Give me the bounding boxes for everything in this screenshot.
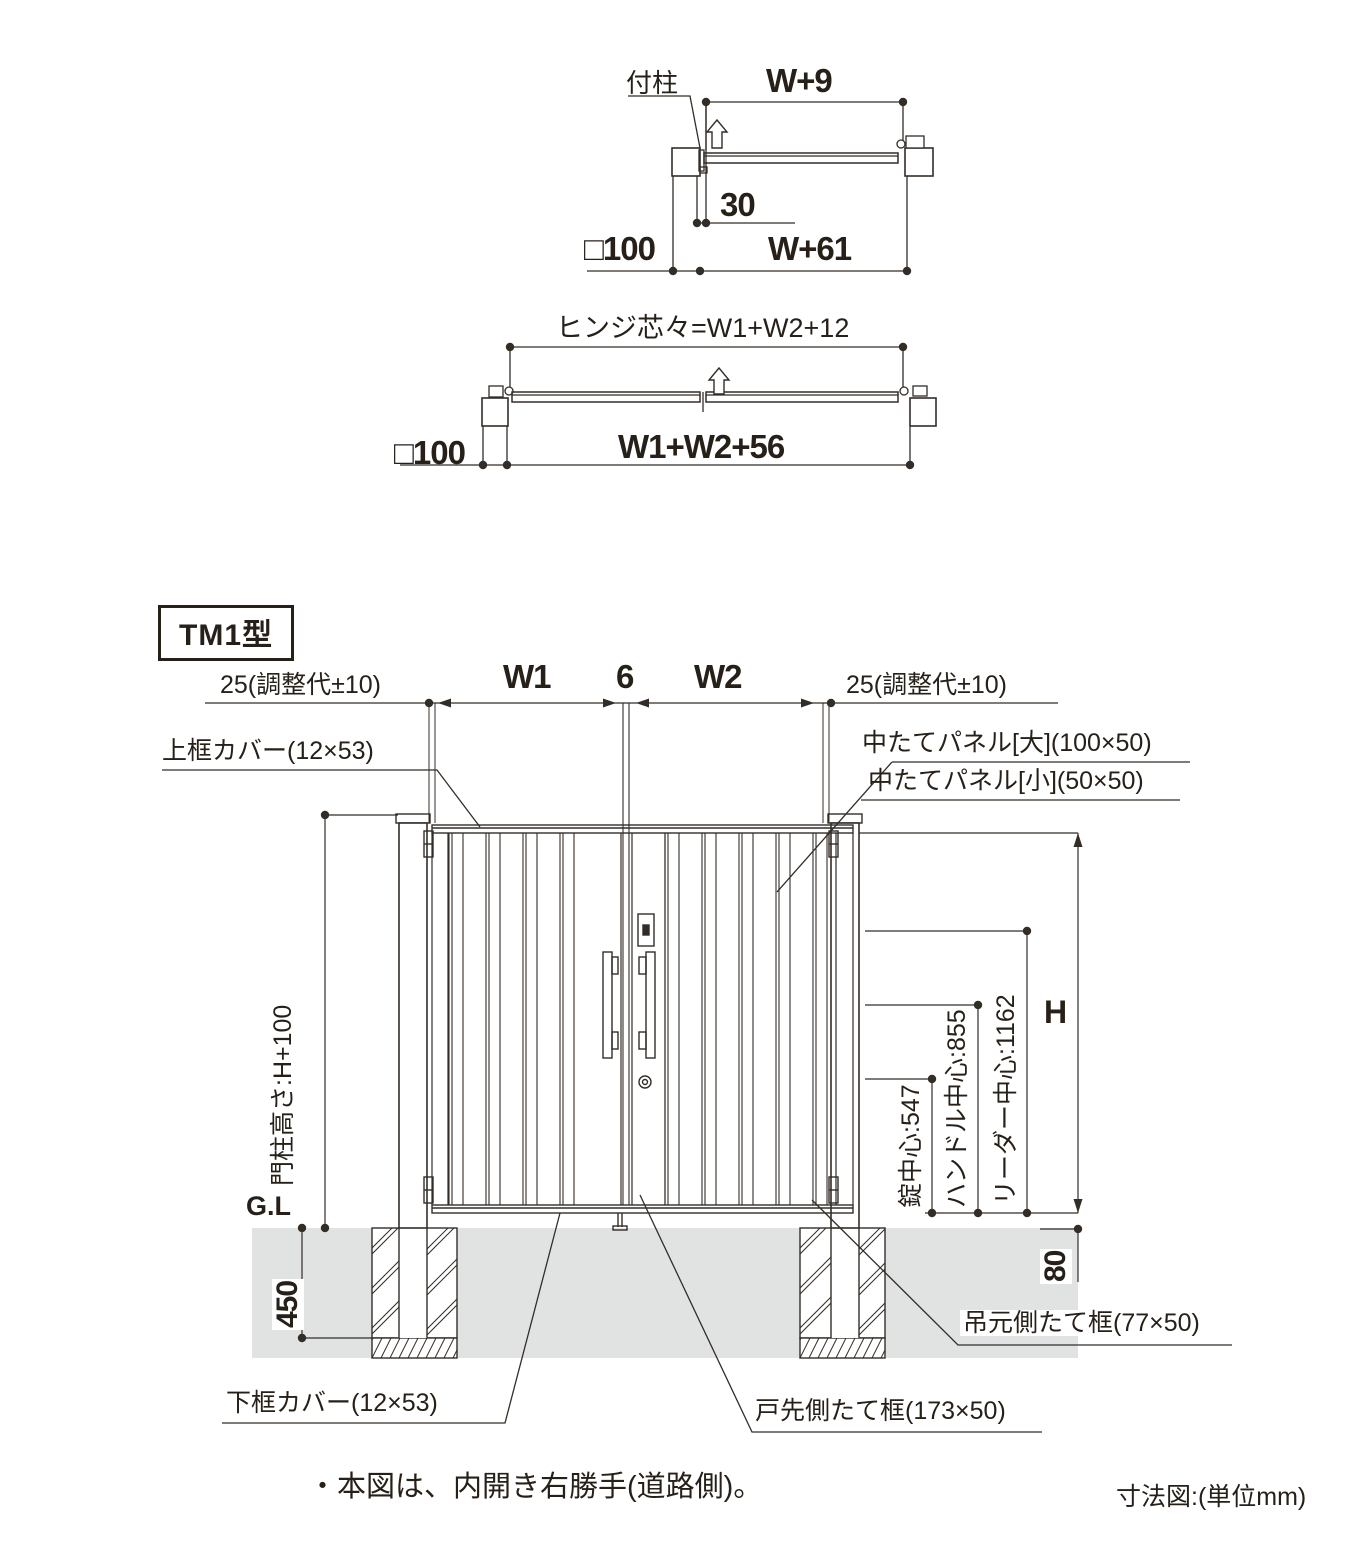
label-fuchu: 付柱 bbox=[626, 68, 679, 98]
dim-80: 80 bbox=[1039, 1248, 1072, 1284]
dim-w1-w2-56: W1+W2+56 bbox=[618, 428, 785, 465]
dim-adjust-right: 25(調整代±10) bbox=[846, 671, 1007, 699]
leader-bottom-cover bbox=[222, 1212, 561, 1424]
right-post bbox=[830, 822, 860, 1229]
leader-fuchu bbox=[628, 95, 701, 149]
plan-view-single bbox=[587, 95, 934, 272]
left-post bbox=[398, 822, 428, 1229]
dim-handle-center: ハンドル中心:855 bbox=[943, 1007, 971, 1210]
dim-w-plus-61: W+61 bbox=[768, 230, 852, 267]
leader-top-cover bbox=[162, 769, 481, 828]
dim-post-height: 門柱高さ:H+100 bbox=[269, 1002, 297, 1188]
left-post-cap bbox=[395, 813, 431, 824]
card-reader bbox=[637, 913, 655, 947]
label-bottom-cover: 下框カバー(12×53) bbox=[226, 1389, 438, 1417]
ground-section bbox=[252, 1227, 1078, 1359]
bottom-rail bbox=[431, 1204, 854, 1214]
right-handle bbox=[645, 951, 656, 1059]
top-rail bbox=[431, 824, 854, 834]
footer-unit: 寸法図:(単位mm) bbox=[1116, 1483, 1307, 1511]
dim-450: 450 bbox=[271, 1278, 304, 1330]
dim-6: 6 bbox=[616, 658, 634, 695]
dim-reader-center: リーダー中心:1162 bbox=[992, 992, 1020, 1207]
label-gl: G.L bbox=[246, 1191, 291, 1221]
dim-adjust-left: 25(調整代±10) bbox=[220, 671, 381, 699]
drop-rod bbox=[617, 1213, 623, 1227]
dimension-lines bbox=[205, 97, 1083, 1343]
open-direction-arrow-icon bbox=[705, 118, 729, 149]
dim-lock-center: 錠中心:547 bbox=[897, 1082, 925, 1210]
lock-cylinder bbox=[638, 1075, 652, 1089]
left-handle bbox=[602, 951, 613, 1059]
dim-h: H bbox=[1044, 994, 1067, 1030]
center-gap bbox=[622, 703, 630, 1205]
dim-post-100-top: □100 bbox=[584, 230, 656, 267]
leader-latch-stile bbox=[639, 1194, 1042, 1433]
plan-view-double bbox=[400, 346, 937, 466]
label-panel-small: 中たてパネル[小](50×50) bbox=[868, 767, 1144, 795]
leader-hinge-stile bbox=[811, 1199, 1232, 1346]
label-top-cover: 上框カバー(12×53) bbox=[162, 737, 374, 765]
label-hinge-stile: 吊元側たて框(77×50) bbox=[960, 1310, 1203, 1336]
footer-note: ・本図は、内開き右勝手(道路側)。 bbox=[308, 1471, 763, 1503]
gate-slats bbox=[448, 833, 828, 1205]
leader-panels bbox=[776, 761, 1190, 893]
dim-post-100-bottom: □100 bbox=[394, 434, 466, 471]
dim-w-plus-9: W+9 bbox=[766, 62, 833, 99]
dim-30: 30 bbox=[720, 186, 756, 223]
dim-w2: W2 bbox=[694, 658, 742, 695]
leader-lines bbox=[162, 761, 1232, 1433]
elevation-gate bbox=[395, 703, 863, 1231]
model-badge: TM1型 bbox=[158, 605, 294, 661]
dim-w1: W1 bbox=[503, 658, 551, 695]
dim-hinge-span: ヒンジ芯々=W1+W2+12 bbox=[556, 313, 850, 343]
open-direction-arrow-icon bbox=[707, 366, 731, 395]
label-panel-large: 中たてパネル[大](100×50) bbox=[862, 729, 1152, 757]
hinge-icon bbox=[423, 830, 839, 1204]
label-latch-stile: 戸先側たて框(173×50) bbox=[755, 1397, 1006, 1425]
